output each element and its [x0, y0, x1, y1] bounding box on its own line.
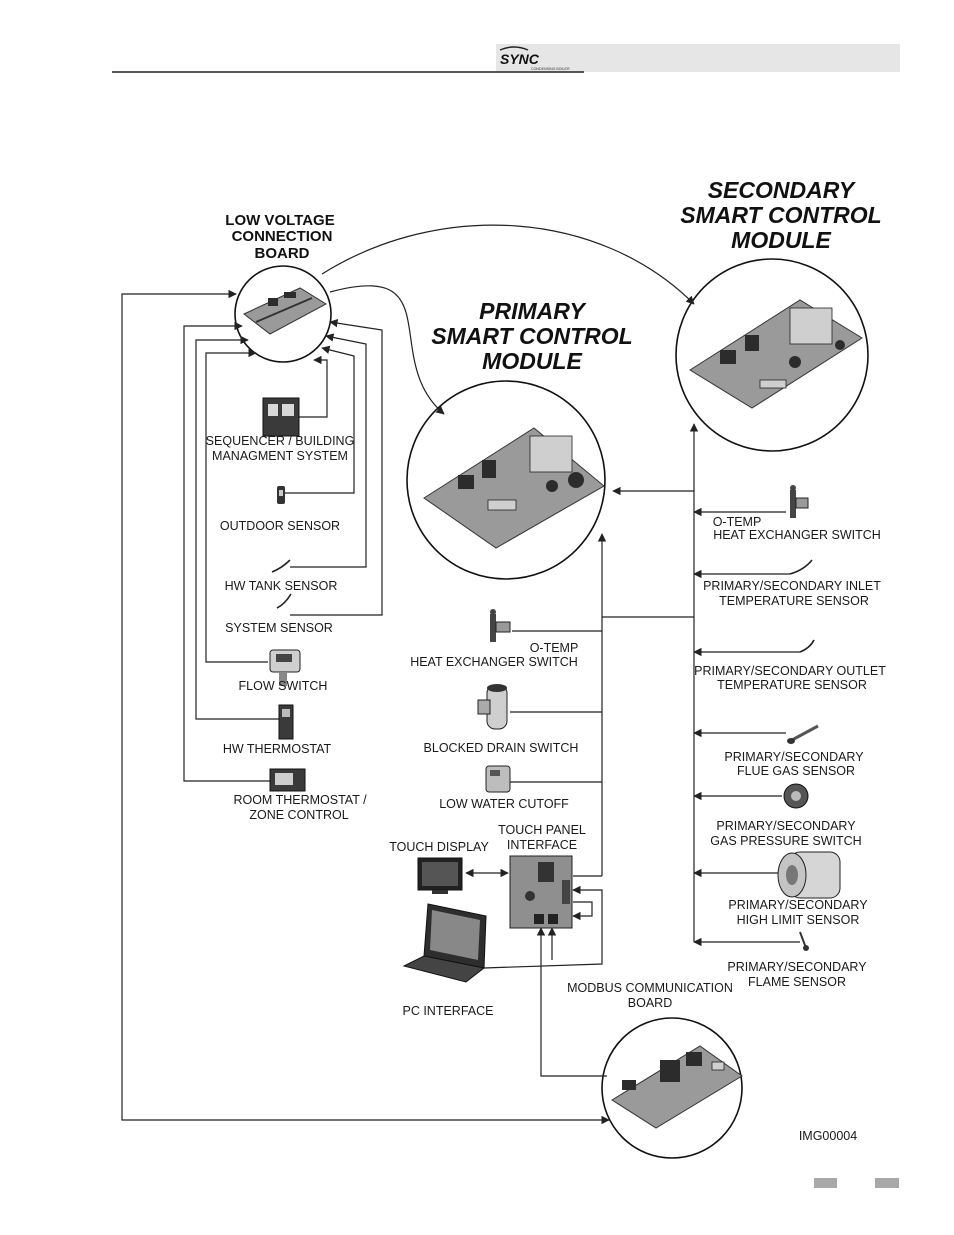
- low-voltage-board: [234, 265, 332, 363]
- otemp-secondary-label-line2: HEAT EXCHANGER SWITCH: [713, 528, 881, 542]
- touch-panel-label-line1: TOUCH PANEL: [498, 823, 586, 837]
- primary-title-line3: MODULE: [482, 348, 582, 374]
- left-wiring: [121, 289, 610, 1125]
- otemp-switch-secondary-device: [790, 485, 809, 518]
- modbus-label-line1: MODBUS COMMUNICATION: [567, 981, 733, 995]
- blocked-drain-label: BLOCKED DRAIN SWITCH: [424, 741, 579, 755]
- low-voltage-title: LOW VOLTAGE CONNECTION BOARD: [225, 212, 334, 262]
- secondary-title-line1: SECONDARY: [708, 177, 857, 203]
- pc-interface-device: [402, 903, 487, 983]
- sequencer-label-line2: MANAGMENT SYSTEM: [212, 449, 348, 463]
- modbus-label-line2: BOARD: [628, 996, 672, 1010]
- hw-tank-sensor-probe: [271, 559, 291, 573]
- outlet-sensor-label-line2: TEMPERATURE SENSOR: [717, 678, 867, 692]
- logo-text: SYNC: [500, 51, 540, 67]
- high-limit-label-line2: HIGH LIMIT SENSOR: [737, 913, 860, 927]
- blocked-drain-device: [477, 684, 508, 730]
- otemp-switch-primary-device: [490, 609, 511, 642]
- flue-gas-label-line2: FLUE GAS SENSOR: [737, 764, 855, 778]
- outdoor-sensor-device: [277, 486, 285, 504]
- middle-wiring: [465, 486, 694, 1077]
- low-voltage-title-line2: CONNECTION: [232, 228, 333, 245]
- secondary-title: SECONDARY SMART CONTROL MODULE: [680, 177, 881, 253]
- footer-tab-right: [875, 1178, 899, 1188]
- gas-pressure-label-line2: GAS PRESSURE SWITCH: [710, 834, 861, 848]
- flame-sensor-label-line1: PRIMARY/SECONDARY: [727, 960, 867, 974]
- high-limit-label-line1: PRIMARY/SECONDARY: [728, 898, 868, 912]
- pc-interface-label: PC INTERFACE: [403, 1004, 494, 1018]
- sequencer-label-line1: SEQUENCER / BUILDING: [206, 434, 355, 448]
- sequencer-device: [262, 397, 300, 437]
- low-voltage-title-line3: BOARD: [255, 245, 310, 262]
- secondary-title-line2: SMART CONTROL: [680, 202, 881, 228]
- flue-gas-sensor-device: [787, 724, 819, 744]
- touch-display-device: [417, 857, 463, 894]
- outlet-sensor-label-line1: PRIMARY/SECONDARY OUTLET: [694, 664, 886, 678]
- otemp-secondary-label-line1: O-TEMP: [713, 515, 762, 529]
- high-limit-sensor-device: [777, 851, 841, 899]
- modbus-board: [601, 1017, 743, 1159]
- outdoor-sensor-label: OUTDOOR SENSOR: [220, 519, 340, 533]
- gas-pressure-switch-device: [783, 783, 809, 809]
- low-water-cutoff-device: [485, 765, 511, 793]
- low-voltage-title-line1: LOW VOLTAGE: [225, 212, 334, 229]
- hw-thermostat-device: [278, 704, 294, 740]
- primary-title: PRIMARY SMART CONTROL MODULE: [431, 298, 632, 374]
- system-sensor-probe: [276, 593, 292, 609]
- flame-sensor-label-line2: FLAME SENSOR: [748, 975, 846, 989]
- touch-panel-label-line2: INTERFACE: [507, 838, 577, 852]
- logo-subtext: CONDENSING BOILER: [531, 67, 570, 71]
- flow-switch-label: FLOW SWITCH: [239, 679, 328, 693]
- right-wiring: [689, 423, 800, 947]
- primary-title-line2: SMART CONTROL: [431, 323, 632, 349]
- header-bar: [496, 44, 900, 72]
- flame-sensor-device: [799, 931, 809, 951]
- link-lvboard-secondary: [321, 224, 695, 305]
- secondary-title-line3: MODULE: [731, 227, 831, 253]
- footer-tab-left: [814, 1178, 837, 1188]
- primary-title-line1: PRIMARY: [479, 298, 587, 324]
- primary-control-module: [406, 380, 606, 580]
- page-header: SYNC CONDENSING BOILER: [112, 44, 900, 73]
- touch-display-label: TOUCH DISPLAY: [389, 840, 489, 854]
- room-thermostat-device: [269, 768, 306, 792]
- otemp-primary-label-line1: O-TEMP: [530, 641, 579, 655]
- transformer: [789, 307, 833, 345]
- low-water-label: LOW WATER CUTOFF: [439, 797, 569, 811]
- inlet-sensor-label-line1: PRIMARY/SECONDARY INLET: [703, 579, 881, 593]
- touch-panel-device: [509, 855, 573, 929]
- secondary-control-module: [675, 258, 869, 452]
- transformer: [529, 435, 573, 473]
- otemp-primary-label-line2: HEAT EXCHANGER SWITCH: [410, 655, 578, 669]
- flue-gas-label-line1: PRIMARY/SECONDARY: [724, 750, 864, 764]
- inlet-sensor-probe: [789, 559, 813, 575]
- link-lvboard-primary: [329, 285, 445, 415]
- inlet-sensor-label-line2: TEMPERATURE SENSOR: [719, 594, 869, 608]
- outlet-sensor-probe: [799, 639, 815, 653]
- gas-pressure-label-line1: PRIMARY/SECONDARY: [716, 819, 856, 833]
- system-sensor-label: SYSTEM SENSOR: [225, 621, 333, 635]
- image-id-label: IMG00004: [799, 1129, 857, 1143]
- room-thermostat-label-line1: ROOM THERMOSTAT /: [233, 793, 367, 807]
- room-thermostat-label-line2: ZONE CONTROL: [249, 808, 348, 822]
- hw-thermostat-label: HW THERMOSTAT: [223, 742, 332, 756]
- sync-logo: SYNC CONDENSING BOILER: [499, 46, 570, 71]
- flow-switch-device: [269, 649, 301, 686]
- hw-tank-sensor-label: HW TANK SENSOR: [225, 579, 338, 593]
